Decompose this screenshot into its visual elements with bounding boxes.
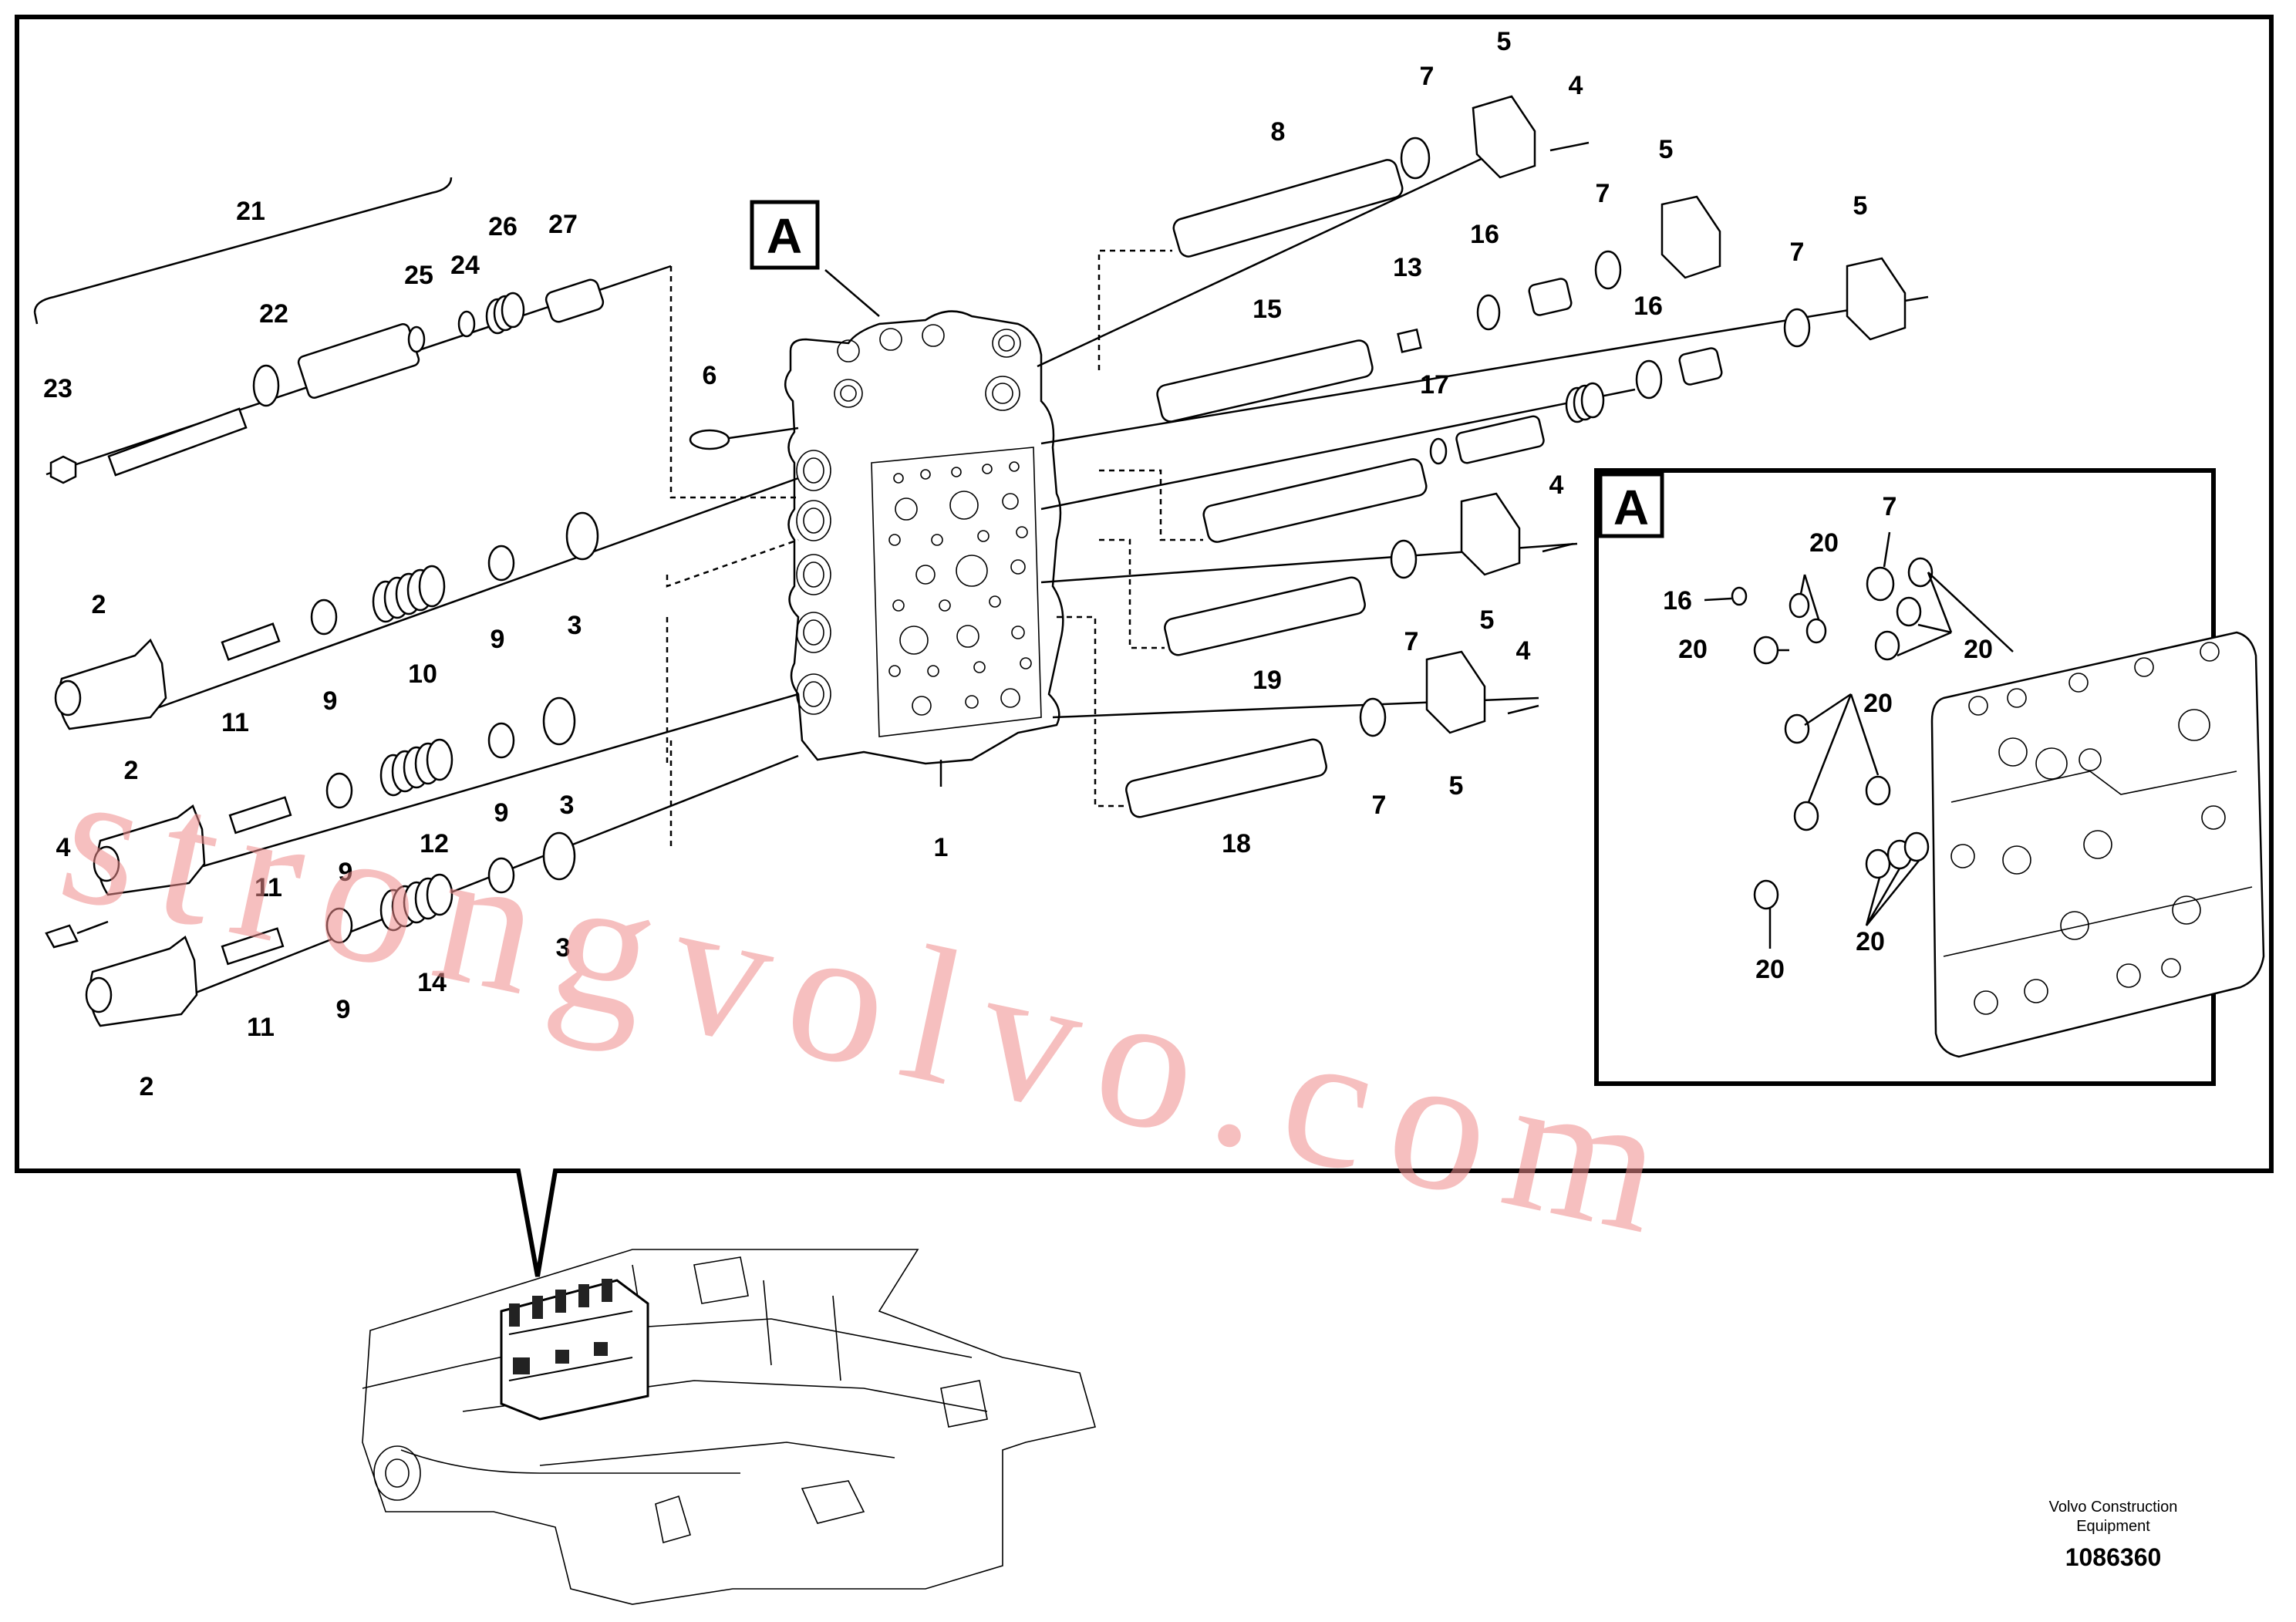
plug-6 xyxy=(689,427,799,450)
callout-7-d: 7 xyxy=(1404,627,1419,656)
machine-overview xyxy=(362,1249,1097,1605)
overview-valve-block xyxy=(500,1279,649,1421)
left-dashed-leaders xyxy=(666,266,799,848)
callout-15: 15 xyxy=(1253,295,1282,324)
callout-9-d: 9 xyxy=(339,858,353,887)
detail-a-label: A xyxy=(767,208,802,264)
right-spool-17 xyxy=(1040,382,1636,543)
callout-2-b: 2 xyxy=(124,756,139,785)
detail-callout-20-f: 20 xyxy=(1755,955,1785,984)
callout-2-c: 2 xyxy=(140,1072,154,1101)
callout-7-a: 7 xyxy=(1420,62,1435,91)
detail-callout-7: 7 xyxy=(1883,492,1897,521)
callout-12: 12 xyxy=(420,829,449,858)
detail-callout-20-a: 20 xyxy=(1809,528,1839,558)
left-spool-row-1 xyxy=(54,477,799,730)
callout-8: 8 xyxy=(1271,117,1286,147)
callout-4-a: 4 xyxy=(1569,71,1583,100)
detail-callout-20-e: 20 xyxy=(1856,927,1885,956)
callout-9-e: 9 xyxy=(336,995,351,1024)
main-frame xyxy=(15,15,2274,1277)
right-spool-19 xyxy=(1040,492,1578,656)
callout-25: 25 xyxy=(404,261,433,290)
detail-a-marker xyxy=(750,200,820,270)
callout-1: 1 xyxy=(934,833,949,862)
callout-14: 14 xyxy=(417,968,447,997)
callout-6: 6 xyxy=(703,361,717,390)
callout-numbers: 1 2 2 2 3 3 3 4 4 4 4 5 5 5 5 5 6 7 7 7 … xyxy=(43,27,1867,1101)
detail-callout-16: 16 xyxy=(1663,586,1692,615)
detail-box-a: A 7 16 20 20 20 20 20 20 xyxy=(1594,468,2265,1086)
callout-5-a: 5 xyxy=(1497,27,1512,56)
callout-18: 18 xyxy=(1222,829,1251,858)
callout-3-a: 3 xyxy=(568,611,582,640)
detail-box-a-label: A xyxy=(1613,480,1649,535)
callout-3-b: 3 xyxy=(560,791,575,820)
callout-27: 27 xyxy=(548,210,578,239)
right-spool-15 xyxy=(1040,195,1929,445)
callout-5-b: 5 xyxy=(1659,135,1674,164)
callout-5-e: 5 xyxy=(1449,771,1464,801)
brand-line-1: Volvo Construction xyxy=(2049,1499,2178,1516)
callout-21: 21 xyxy=(236,197,265,226)
document-number: 1086360 xyxy=(2065,1543,2162,1571)
callout-11-b: 11 xyxy=(255,873,282,902)
brand-line-2: Equipment xyxy=(2076,1518,2150,1535)
callout-16-a: 16 xyxy=(1470,220,1499,249)
callout-7-b: 7 xyxy=(1596,179,1610,208)
callout-4-c: 4 xyxy=(1516,636,1531,666)
callout-13: 13 xyxy=(1393,253,1422,282)
callout-22: 22 xyxy=(259,299,288,329)
callout-10: 10 xyxy=(408,659,437,689)
callout-9-b: 9 xyxy=(323,686,338,716)
callout-17: 17 xyxy=(1420,370,1449,400)
watermark-text: strongvolvo.com xyxy=(46,727,1702,1279)
callout-5-c: 5 xyxy=(1853,191,1868,221)
detail-callout-20-d: 20 xyxy=(1863,689,1893,718)
callout-7-c: 7 xyxy=(1790,238,1805,267)
right-spool-8 xyxy=(1037,95,1590,370)
callout-9-a: 9 xyxy=(491,625,505,654)
callout-4-b: 4 xyxy=(1549,470,1564,500)
callout-16-b: 16 xyxy=(1633,292,1663,321)
detail-callout-20-c: 20 xyxy=(1964,635,1993,664)
callout-9-c: 9 xyxy=(494,798,509,828)
callout-leaders xyxy=(824,269,942,787)
callout-4-d: 4 xyxy=(56,833,71,862)
callout-23: 23 xyxy=(43,374,72,403)
callout-2-a: 2 xyxy=(92,590,106,619)
callout-11-c: 11 xyxy=(247,1013,275,1042)
callout-7-e: 7 xyxy=(1372,791,1387,820)
detail-callout-20-b: 20 xyxy=(1678,635,1708,664)
callout-24: 24 xyxy=(450,251,480,280)
callout-11-a: 11 xyxy=(221,708,249,737)
valve-body xyxy=(784,310,1064,765)
left-spool-row-2 xyxy=(45,693,799,949)
right-spool-18 xyxy=(1052,615,1539,818)
callout-5-d: 5 xyxy=(1480,605,1495,635)
callout-3-c: 3 xyxy=(556,933,571,963)
pilot-assembly-21 xyxy=(33,177,672,484)
callout-26: 26 xyxy=(488,212,518,241)
callout-19: 19 xyxy=(1253,666,1282,695)
left-spool-row-3 xyxy=(85,754,799,1027)
